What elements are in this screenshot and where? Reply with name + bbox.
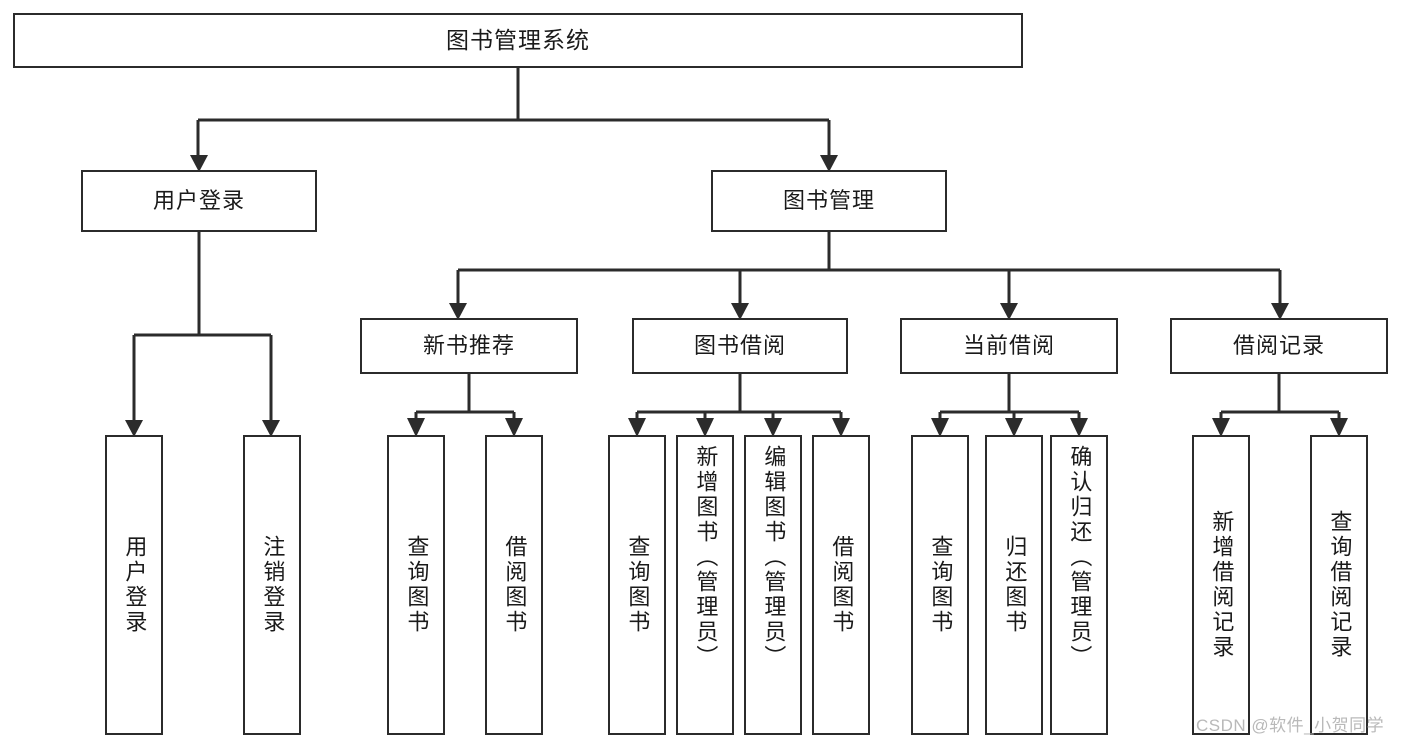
node-leaf-borrow-book-2[interactable]: 借阅图书 [812, 435, 870, 735]
node-user-login[interactable]: 用户登录 [81, 170, 317, 232]
node-current-borrow[interactable]: 当前借阅 [900, 318, 1118, 374]
node-book-borrow[interactable]: 图书借阅 [632, 318, 848, 374]
node-label: 编辑图书（管理员） [761, 445, 787, 670]
node-leaf-query-book-2[interactable]: 查询图书 [608, 435, 666, 735]
node-leaf-user-login[interactable]: 用户登录 [105, 435, 163, 735]
node-borrow-record[interactable]: 借阅记录 [1170, 318, 1388, 374]
node-new-book-recommend[interactable]: 新书推荐 [360, 318, 578, 374]
node-label: 归还图书 [1002, 535, 1028, 635]
node-leaf-query-book-3[interactable]: 查询图书 [911, 435, 969, 735]
node-label: 借阅图书 [502, 535, 528, 635]
node-leaf-edit-book[interactable]: 编辑图书（管理员） [744, 435, 802, 735]
node-label: 借阅图书 [829, 535, 855, 635]
node-leaf-confirm-return[interactable]: 确认归还（管理员） [1050, 435, 1108, 735]
node-leaf-add-record[interactable]: 新增借阅记录 [1192, 435, 1250, 735]
node-label: 用户登录 [122, 535, 148, 635]
node-label: 注销登录 [260, 535, 286, 635]
node-leaf-return-book[interactable]: 归还图书 [985, 435, 1043, 735]
node-root-system[interactable]: 图书管理系统 [13, 13, 1023, 68]
node-label: 查询图书 [404, 535, 430, 635]
node-label: 当前借阅 [962, 332, 1055, 358]
node-label: 新书推荐 [422, 332, 515, 358]
node-label: 借阅记录 [1232, 332, 1325, 358]
node-label: 确认归还（管理员） [1067, 445, 1093, 670]
node-label: 图书管理 [782, 187, 875, 213]
node-leaf-logout[interactable]: 注销登录 [243, 435, 301, 735]
node-label: 查询图书 [928, 535, 954, 635]
node-book-manage[interactable]: 图书管理 [711, 170, 947, 232]
node-label: 新增借阅记录 [1209, 510, 1235, 660]
node-leaf-borrow-book-1[interactable]: 借阅图书 [485, 435, 543, 735]
node-label: 图书管理系统 [446, 26, 590, 53]
node-leaf-add-book[interactable]: 新增图书（管理员） [676, 435, 734, 735]
node-label: 查询图书 [625, 535, 651, 635]
node-label: 图书借阅 [693, 332, 786, 358]
node-label: 用户登录 [152, 187, 245, 213]
node-leaf-query-record[interactable]: 查询借阅记录 [1310, 435, 1368, 735]
node-label: 查询借阅记录 [1327, 510, 1353, 660]
node-label: 新增图书（管理员） [693, 445, 719, 670]
node-leaf-query-book-1[interactable]: 查询图书 [387, 435, 445, 735]
csdn-watermark: CSDN @软件_小贺同学 [1196, 716, 1385, 735]
